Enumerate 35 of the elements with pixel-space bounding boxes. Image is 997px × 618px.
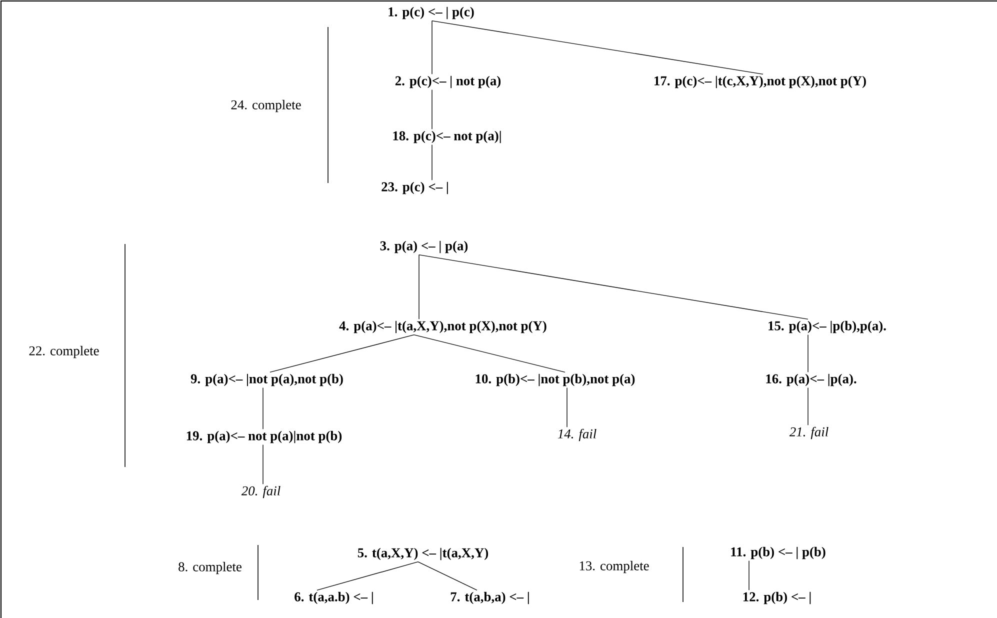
tree-line bbox=[414, 334, 566, 373]
result-text: 14. fail bbox=[558, 428, 596, 442]
clause-text: 23. p(c) <– | bbox=[382, 182, 448, 194]
tree-line bbox=[418, 254, 808, 320]
tree-line bbox=[418, 561, 478, 591]
status-label: 8. complete bbox=[178, 562, 242, 574]
status-label: 24. complete bbox=[231, 100, 301, 112]
clause-text: 5. t(a,X,Y) <– |t(a,X,Y) bbox=[358, 548, 488, 560]
clause-text: 11. p(b) <– | p(b) bbox=[731, 546, 826, 560]
clause-text: 10. p(b)<– |not p(b),not p(a) bbox=[476, 374, 635, 386]
tree-line bbox=[262, 387, 264, 430]
result-text: 21. fail bbox=[789, 426, 828, 440]
clause-text: 19. p(a)<– not p(a)|not p(b) bbox=[186, 430, 342, 444]
tree-line bbox=[748, 560, 750, 591]
tree-line bbox=[566, 387, 568, 428]
status-label: 22. complete bbox=[29, 346, 99, 358]
tree-line bbox=[316, 561, 418, 591]
clause-text: 16. p(a)<– |p(a). bbox=[766, 374, 856, 386]
clause-text: 4. p(a)<– |t(a,X,Y),not p(X),not p(Y) bbox=[339, 320, 546, 334]
clause-text: 9. p(a)<– |not p(a),not p(b) bbox=[190, 374, 343, 386]
clause-text: 6. t(a,a.b) <– | bbox=[294, 592, 373, 604]
status-label: 13. complete bbox=[580, 560, 649, 574]
tree-line bbox=[418, 254, 420, 320]
clause-text: 3. p(a) <– | p(a) bbox=[380, 240, 468, 254]
tree-line bbox=[432, 20, 764, 75]
tree-line bbox=[270, 334, 414, 373]
clause-text: 12. p(b) <– | bbox=[743, 592, 811, 604]
result-text: 20. fail bbox=[241, 486, 280, 498]
tree-line bbox=[262, 444, 264, 484]
clause-text: 2. p(c)<– | not p(a) bbox=[395, 76, 501, 88]
clause-text: 1. p(c) <– | p(c) bbox=[388, 6, 474, 20]
clause-text: 18. p(c)<– not p(a)| bbox=[393, 130, 501, 144]
clause-text: 7. t(a,b,a) <– | bbox=[450, 592, 529, 604]
clause-text: 15. p(a)<– |p(b),p(a). bbox=[768, 320, 886, 334]
clause-text: 17. p(c)<– |t(c,X,Y),not p(X),not p(Y) bbox=[654, 76, 866, 88]
